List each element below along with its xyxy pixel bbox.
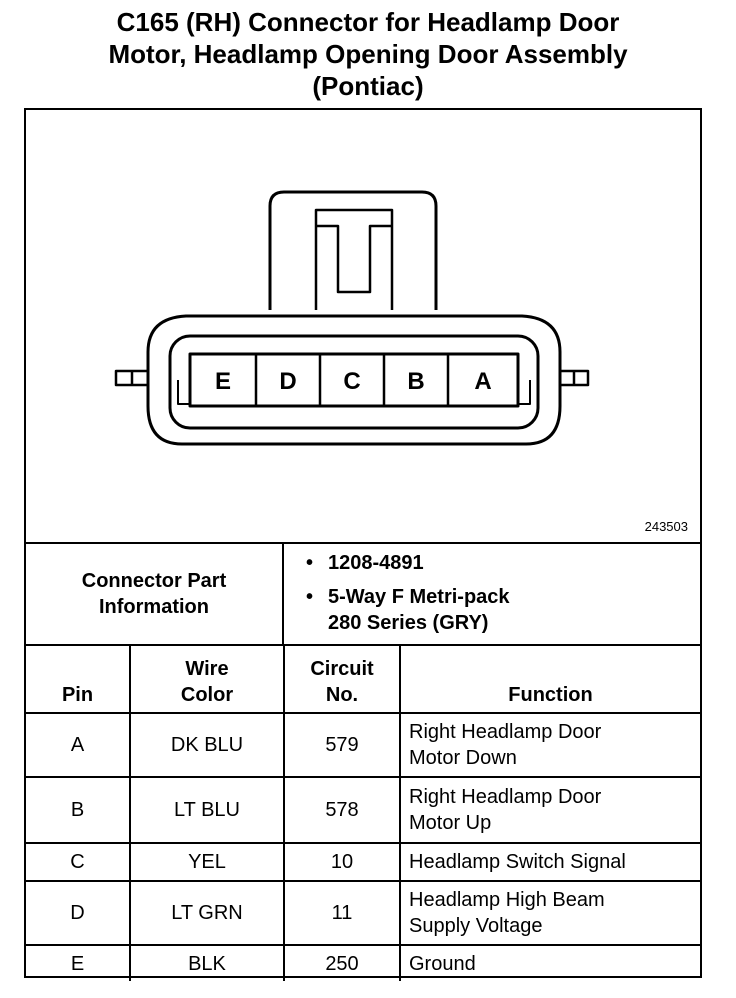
circuit-cell: 579 xyxy=(283,712,401,778)
function-line-1: Right Headlamp Door xyxy=(409,786,602,808)
header-wire-line-2: Color xyxy=(180,684,234,706)
pin-label-c: C xyxy=(343,368,360,395)
wire-color-cell: BLK xyxy=(129,944,285,981)
info-item: • 1208-4891 xyxy=(306,550,696,576)
function-cell: Headlamp High Beam Supply Voltage xyxy=(399,880,700,946)
pin-label-e: E xyxy=(215,368,231,395)
pin-label-b: B xyxy=(407,368,424,395)
title-line-3: (Pontiac) xyxy=(312,71,424,101)
pin-cavity-strip xyxy=(188,352,520,408)
table-header-row: Pin Wire Color Circuit No. Function xyxy=(26,646,700,714)
connector-type-line-1: 5-Way F Metri-pack xyxy=(328,586,510,608)
function-line-2: Motor Up xyxy=(409,812,492,834)
wire-color-cell: DK BLU xyxy=(129,712,285,778)
connector-latch xyxy=(268,190,438,310)
pin-label-a: A xyxy=(474,368,491,395)
figure-id: 243503 xyxy=(644,519,688,534)
pin-cell: A xyxy=(26,712,131,778)
connector-info-label: Connector Part Information xyxy=(26,544,284,644)
bullet-icon: • xyxy=(306,586,314,608)
function-line-1: Right Headlamp Door xyxy=(409,721,602,743)
info-label-line-1: Connector Part xyxy=(81,570,227,592)
connector-type-line-2: 280 Series (GRY) xyxy=(328,612,489,634)
table-row: B LT BLU 578 Right Headlamp Door Motor U… xyxy=(26,776,700,844)
function-cell: Right Headlamp Door Motor Down xyxy=(399,712,700,778)
circuit-cell: 578 xyxy=(283,776,401,844)
header-circuit-line-2: No. xyxy=(325,684,359,706)
pin-cell: E xyxy=(26,944,131,981)
function-line-1: Headlamp High Beam xyxy=(409,889,605,911)
function-cell: Ground xyxy=(399,944,700,981)
header-pin: Pin xyxy=(26,646,131,714)
connector-type: 5-Way F Metri-pack 280 Series (GRY) xyxy=(328,584,510,636)
wire-color-cell: LT GRN xyxy=(129,880,285,946)
circuit-cell: 250 xyxy=(283,944,401,981)
pin-cell: C xyxy=(26,842,131,882)
table-row: E BLK 250 Ground xyxy=(26,944,700,981)
circuit-cell: 10 xyxy=(283,842,401,882)
connector-inner-wall xyxy=(168,334,540,430)
wire-color-cell: YEL xyxy=(129,842,285,882)
connector-diagram: E D C B A 243503 xyxy=(26,110,700,544)
info-item: • 5-Way F Metri-pack 280 Series (GRY) xyxy=(306,584,696,636)
title-line-1: C165 (RH) Connector for Headlamp Door xyxy=(116,7,620,37)
cavity-dividers xyxy=(254,354,450,406)
pin-label-d: D xyxy=(279,368,296,395)
header-circuit-line-1: Circuit xyxy=(310,658,374,680)
pinout-table: Pin Wire Color Circuit No. Function A DK… xyxy=(26,646,700,981)
part-number: 1208-4891 xyxy=(328,552,424,574)
pin-cell: B xyxy=(26,776,131,844)
function-line-2: Motor Down xyxy=(409,747,517,769)
table-row: D LT GRN 11 Headlamp High Beam Supply Vo… xyxy=(26,880,700,946)
table-row: C YEL 10 Headlamp Switch Signal xyxy=(26,842,700,882)
connector-part-info: Connector Part Information • 1208-4891 •… xyxy=(26,544,700,646)
header-wire-color: Wire Color xyxy=(129,646,285,714)
wire-color-cell: LT BLU xyxy=(129,776,285,844)
function-cell: Right Headlamp Door Motor Up xyxy=(399,776,700,844)
bullet-icon: • xyxy=(306,552,314,574)
circuit-cell: 11 xyxy=(283,880,401,946)
pin-cell: D xyxy=(26,880,131,946)
title-line-2: Motor, Headlamp Opening Door Assembly xyxy=(108,39,628,69)
connector-shell xyxy=(146,314,562,446)
function-cell: Headlamp Switch Signal xyxy=(399,842,700,882)
header-function: Function xyxy=(399,646,700,714)
info-label-line-2: Information xyxy=(99,596,209,618)
header-circuit-no: Circuit No. xyxy=(283,646,401,714)
function-line-2: Supply Voltage xyxy=(409,915,543,937)
page-title: C165 (RH) Connector for Headlamp Door Mo… xyxy=(20,6,716,102)
connector-info-list: • 1208-4891 • 5-Way F Metri-pack 280 Ser… xyxy=(306,550,696,644)
table-row: A DK BLU 579 Right Headlamp Door Motor D… xyxy=(26,712,700,778)
latch-t-tab xyxy=(314,208,394,310)
header-wire-line-1: Wire xyxy=(185,658,229,680)
